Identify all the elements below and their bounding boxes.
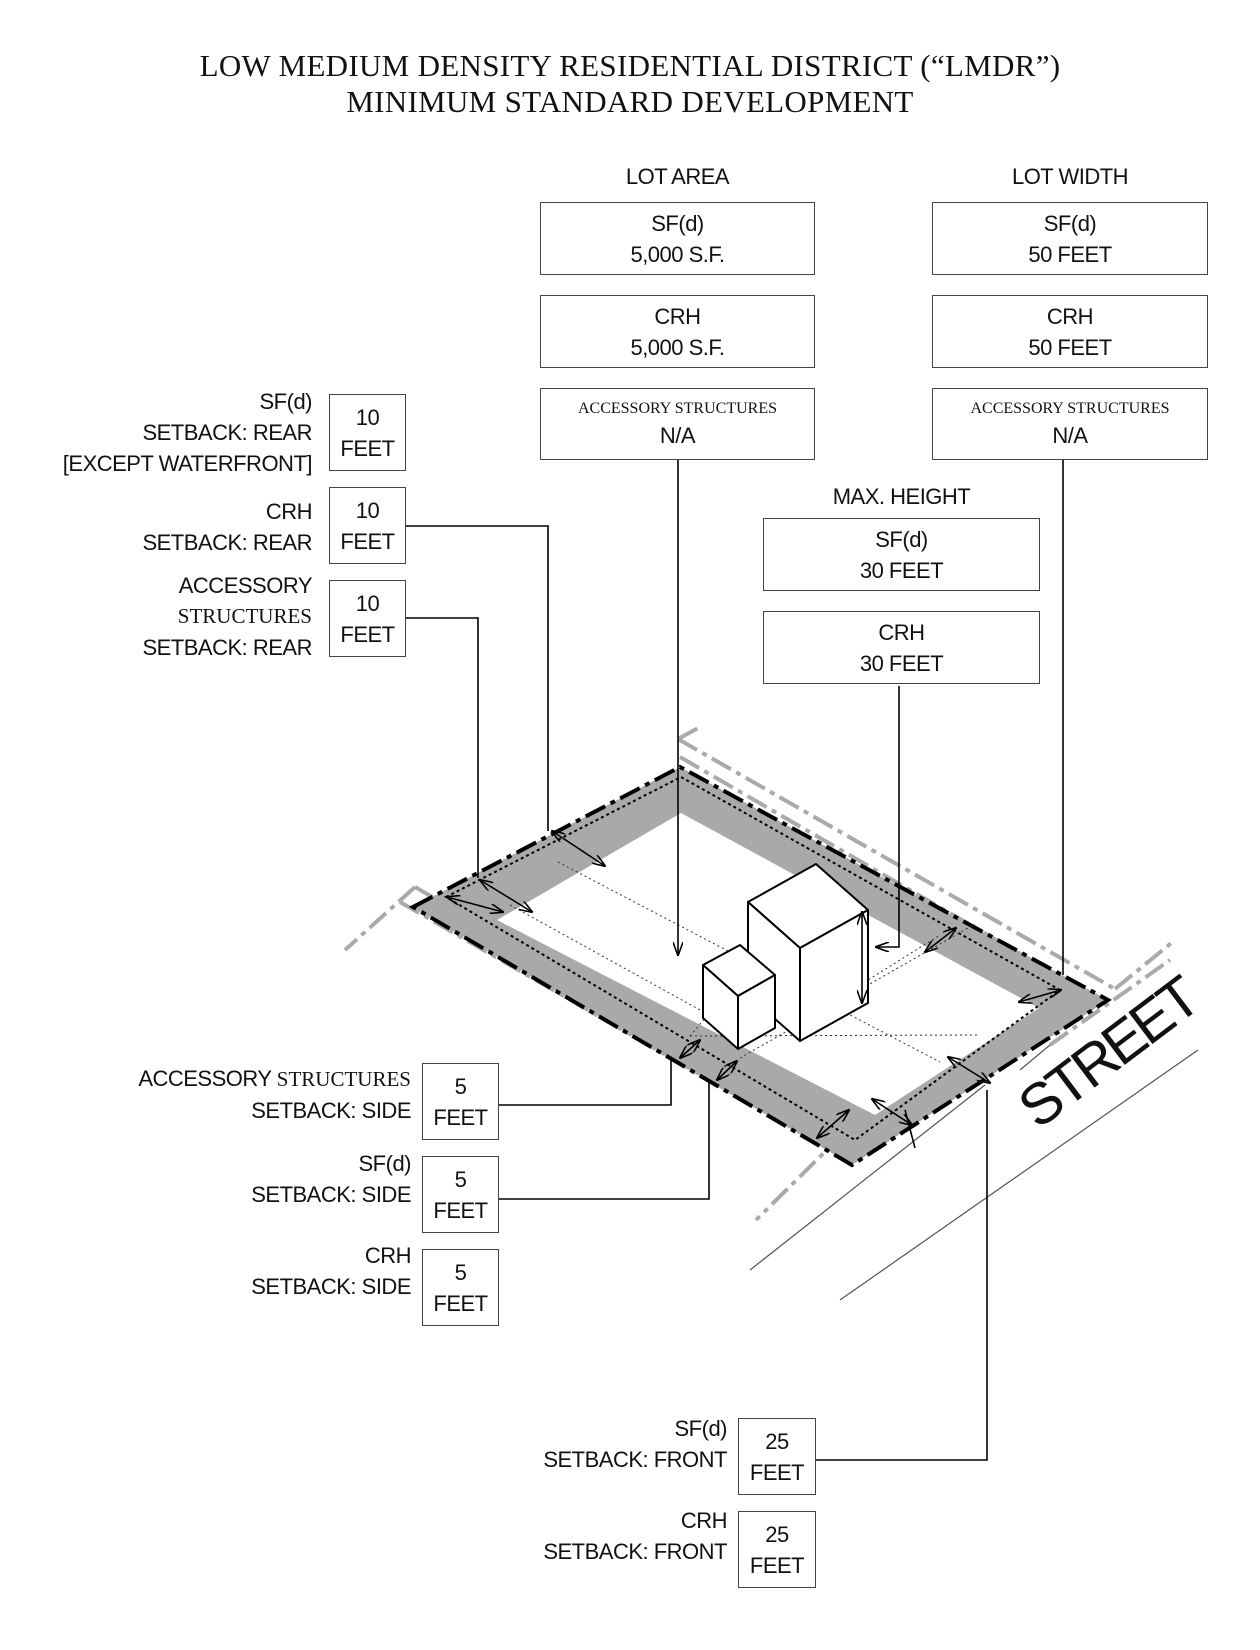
title-line-2: MINIMUM STANDARD DEVELOPMENT xyxy=(346,84,914,119)
lot-width-accessory-value: N/A xyxy=(1052,422,1088,448)
rear-sfd-value: 10 xyxy=(355,404,380,430)
lot-area-accessory-value: N/A xyxy=(659,422,696,448)
front-sfd-box: 25 FEET xyxy=(738,1418,816,1495)
lot-line xyxy=(408,764,1112,1168)
front-sfd-label: SF(d) SETBACK: FRONT xyxy=(543,1416,727,1472)
front-crh-value: 25 xyxy=(765,1521,789,1547)
front-crh-unit: FEET xyxy=(749,1552,805,1578)
lot-area-crh-box: CRH 5,000 S.F. xyxy=(540,295,815,368)
dimension-arrows xyxy=(447,831,1061,1149)
rear-accessory-value: 10 xyxy=(355,590,380,616)
lot-area-accessory-box: ACCESSORY STRUCTURES N/A xyxy=(540,388,815,460)
side-crh-value: 5 xyxy=(454,1259,467,1285)
rear-crh-value: 10 xyxy=(355,497,380,523)
rear-sfd-label: SF(d) SETBACK: REAR [EXCEPT WATERFRONT] xyxy=(62,389,313,476)
rear-accessory-label: ACCESSORY STRUCTURES SETBACK: REAR xyxy=(142,573,312,660)
lot-area-header: LOT AREA xyxy=(625,164,730,189)
lot-width-header: LOT WIDTH xyxy=(1011,164,1129,189)
front-crh-label: CRH SETBACK: FRONT xyxy=(543,1508,727,1564)
lot-width-accessory-box: ACCESSORY STRUCTURES N/A xyxy=(932,388,1208,460)
lot-width-accessory-label: ACCESSORY STRUCTURES xyxy=(970,399,1170,417)
leader-lines xyxy=(406,459,1064,1461)
side-sfd-value: 5 xyxy=(454,1166,467,1192)
street-edge-lines xyxy=(749,1044,1199,1301)
side-accessory-unit: FEET xyxy=(433,1104,488,1130)
front-crh-box: 25 FEET xyxy=(738,1511,816,1588)
max-height-crh-value: 30 FEET xyxy=(859,650,944,676)
max-height-crh-box: CRH 30 FEET xyxy=(763,611,1040,684)
rear-sfd-box: 10 FEET xyxy=(329,394,406,471)
rear-crh-box: 10 FEET xyxy=(329,487,406,564)
rear-crh-label: CRH SETBACK: REAR xyxy=(142,499,312,555)
lot-area-sfd-value: 5,000 S.F. xyxy=(630,241,725,267)
lot-width-sfd-district: SF(d) xyxy=(1043,210,1097,236)
lot-width-sfd-value: 50 FEET xyxy=(1028,241,1112,267)
rear-crh-unit: FEET xyxy=(340,528,395,554)
rear-accessory-unit: FEET xyxy=(340,621,395,647)
accessory-structure xyxy=(702,944,776,1050)
rear-accessory-box: 10 FEET xyxy=(329,580,406,657)
front-sfd-value: 25 xyxy=(765,1428,789,1454)
side-accessory-box: 5 FEET xyxy=(422,1063,499,1140)
side-accessory-label: ACCESSORY STRUCTURES SETBACK: SIDE xyxy=(138,1066,411,1123)
lot-width-crh-value: 50 FEET xyxy=(1028,334,1112,360)
max-height-header: MAX. HEIGHT xyxy=(832,484,971,509)
max-height-crh-district: CRH xyxy=(878,619,925,645)
side-sfd-box: 5 FEET xyxy=(422,1156,499,1233)
lot-width-sfd-box: SF(d) 50 FEET xyxy=(932,202,1208,275)
lot-area-sfd-box: SF(d) 5,000 S.F. xyxy=(540,202,815,275)
lot-area-sfd-district: SF(d) xyxy=(651,210,704,236)
max-height-sfd-box: SF(d) 30 FEET xyxy=(763,518,1040,591)
side-crh-box: 5 FEET xyxy=(422,1249,499,1326)
lot-area-crh-value: 5,000 S.F. xyxy=(630,334,725,360)
max-height-sfd-value: 30 FEET xyxy=(859,557,944,583)
side-crh-label: CRH SETBACK: SIDE xyxy=(251,1243,411,1299)
side-accessory-value: 5 xyxy=(454,1073,467,1099)
lot-width-crh-district: CRH xyxy=(1046,303,1094,329)
lot-width-crh-box: CRH 50 FEET xyxy=(932,295,1208,368)
front-sfd-unit: FEET xyxy=(749,1459,805,1485)
side-sfd-label: SF(d) SETBACK: SIDE xyxy=(251,1151,411,1207)
lot-area-crh-district: CRH xyxy=(654,303,701,329)
rear-sfd-unit: FEET xyxy=(340,435,395,461)
lot-area-accessory-label: ACCESSORY STRUCTURES xyxy=(577,399,777,417)
title-line-1: LOW MEDIUM DENSITY RESIDENTIAL DISTRICT … xyxy=(199,48,1061,83)
side-sfd-unit: FEET xyxy=(433,1197,488,1223)
max-height-sfd-district: SF(d) xyxy=(875,526,928,552)
side-crh-unit: FEET xyxy=(433,1290,488,1316)
